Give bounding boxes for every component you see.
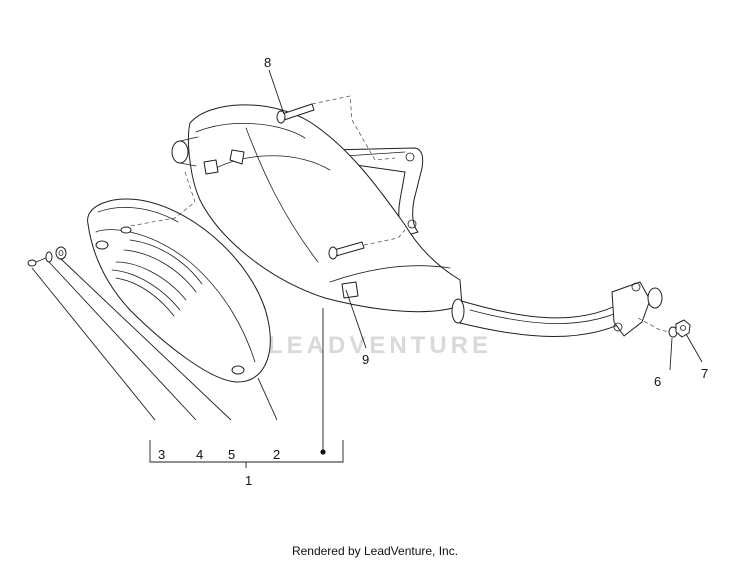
callout-9: 9 [362, 352, 369, 367]
callout-5: 5 [228, 447, 235, 462]
screw-8 [276, 103, 315, 124]
washer-4 [45, 251, 53, 263]
assembly-dashed-lines [129, 95, 671, 333]
callout-2: 2 [273, 447, 280, 462]
watermark-text: LEADVENTURE [268, 332, 492, 359]
leader-lines [31, 69, 703, 468]
callout-4: 4 [196, 447, 203, 462]
callout-7: 7 [701, 366, 708, 381]
bush-5 [55, 246, 67, 260]
callout-6: 6 [654, 374, 661, 389]
muffler-body [171, 104, 463, 313]
screw-9 [328, 241, 365, 260]
callout-1: 1 [245, 473, 252, 488]
callout-3: 3 [158, 447, 165, 462]
render-credit: Rendered by LeadVenture, Inc. [291, 544, 459, 558]
callout-labels: 1 2 3 4 5 6 7 8 9 [158, 55, 708, 488]
nut-7 [675, 319, 691, 338]
screw-3 [27, 257, 47, 267]
mounting-bracket [329, 147, 424, 237]
callout-8: 8 [264, 55, 271, 70]
heat-shield [87, 198, 271, 383]
exhaust-pipe [451, 281, 663, 337]
